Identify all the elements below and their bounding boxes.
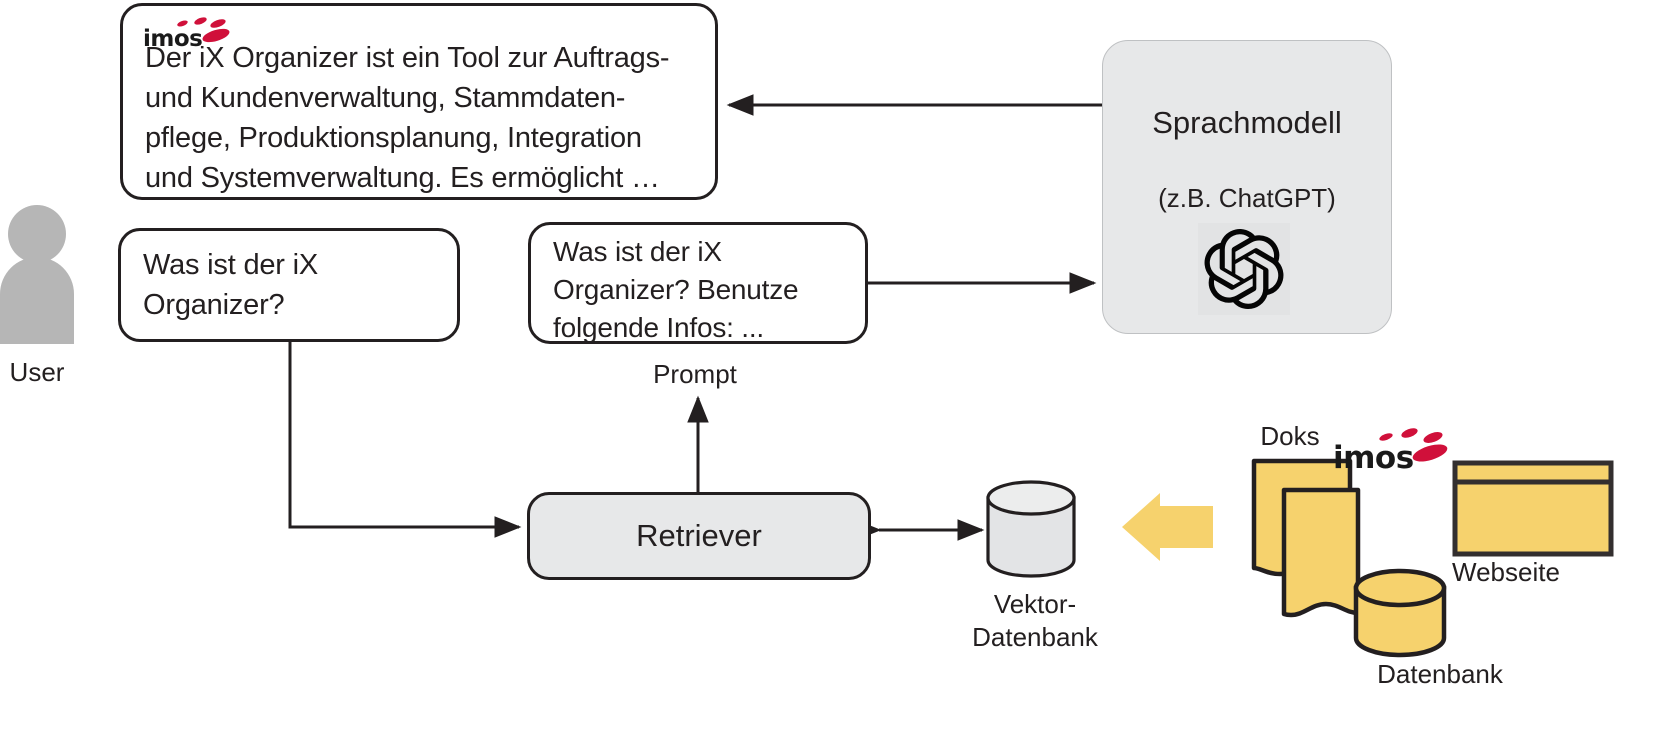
imos-dash-s2 [1400, 426, 1419, 440]
llm-answer-bubble: imos Der iX Organizer ist ein Tool zur A… [120, 3, 718, 200]
prompt-label: Prompt [653, 359, 737, 389]
augmented-prompt-text: Was ist der iX Organizer? Benutze folgen… [553, 236, 799, 343]
imos-logo-sources: imos [1333, 425, 1473, 475]
language-model-subtitle: (z.B. ChatGPT) [1158, 183, 1336, 213]
openai-logo [1198, 223, 1290, 315]
imos-wordmark-sources: imos [1333, 440, 1414, 476]
user-body-icon [0, 257, 74, 344]
imos-logo-answer: imos [143, 14, 253, 54]
documents-label: Doks [1260, 421, 1320, 451]
ingest-arrow-icon [1122, 493, 1213, 561]
retriever-label: Retriever [636, 518, 762, 553]
user-avatar: User [0, 205, 96, 390]
retriever-box: Retriever [527, 492, 871, 580]
imos-dash-s4 [1410, 441, 1450, 465]
user-question-bubble: Was ist der iX Organizer? [118, 228, 460, 342]
imos-dash-s3 [1422, 429, 1444, 446]
openai-logo-icon [1204, 229, 1284, 309]
imos-dash-2 [193, 15, 208, 27]
wire-question-to-retriever [288, 342, 522, 538]
source-database-label: Datenbank [1377, 659, 1503, 689]
user-question-text: Was ist der iX Organizer? [143, 249, 318, 321]
language-model-title: Sprachmodell [1152, 105, 1342, 140]
user-label: User [9, 357, 65, 387]
vector-database-cylinder-icon [986, 480, 1076, 578]
source-database-cylinder-icon [1353, 568, 1447, 658]
user-head-icon [8, 205, 66, 263]
llm-answer-text: Der iX Organizer ist ein Tool zur Auftra… [145, 42, 670, 194]
vector-database-label: Vektor- Datenbank [972, 589, 1098, 652]
imos-wordmark: imos [143, 26, 203, 52]
documents-icon [1251, 458, 1361, 618]
language-model-box: Sprachmodell (z.B. ChatGPT) [1102, 40, 1392, 334]
website-icon [1452, 460, 1614, 557]
website-label: Webseite [1452, 557, 1560, 587]
augmented-prompt-bubble: Was ist der iX Organizer? Benutze folgen… [528, 222, 868, 344]
